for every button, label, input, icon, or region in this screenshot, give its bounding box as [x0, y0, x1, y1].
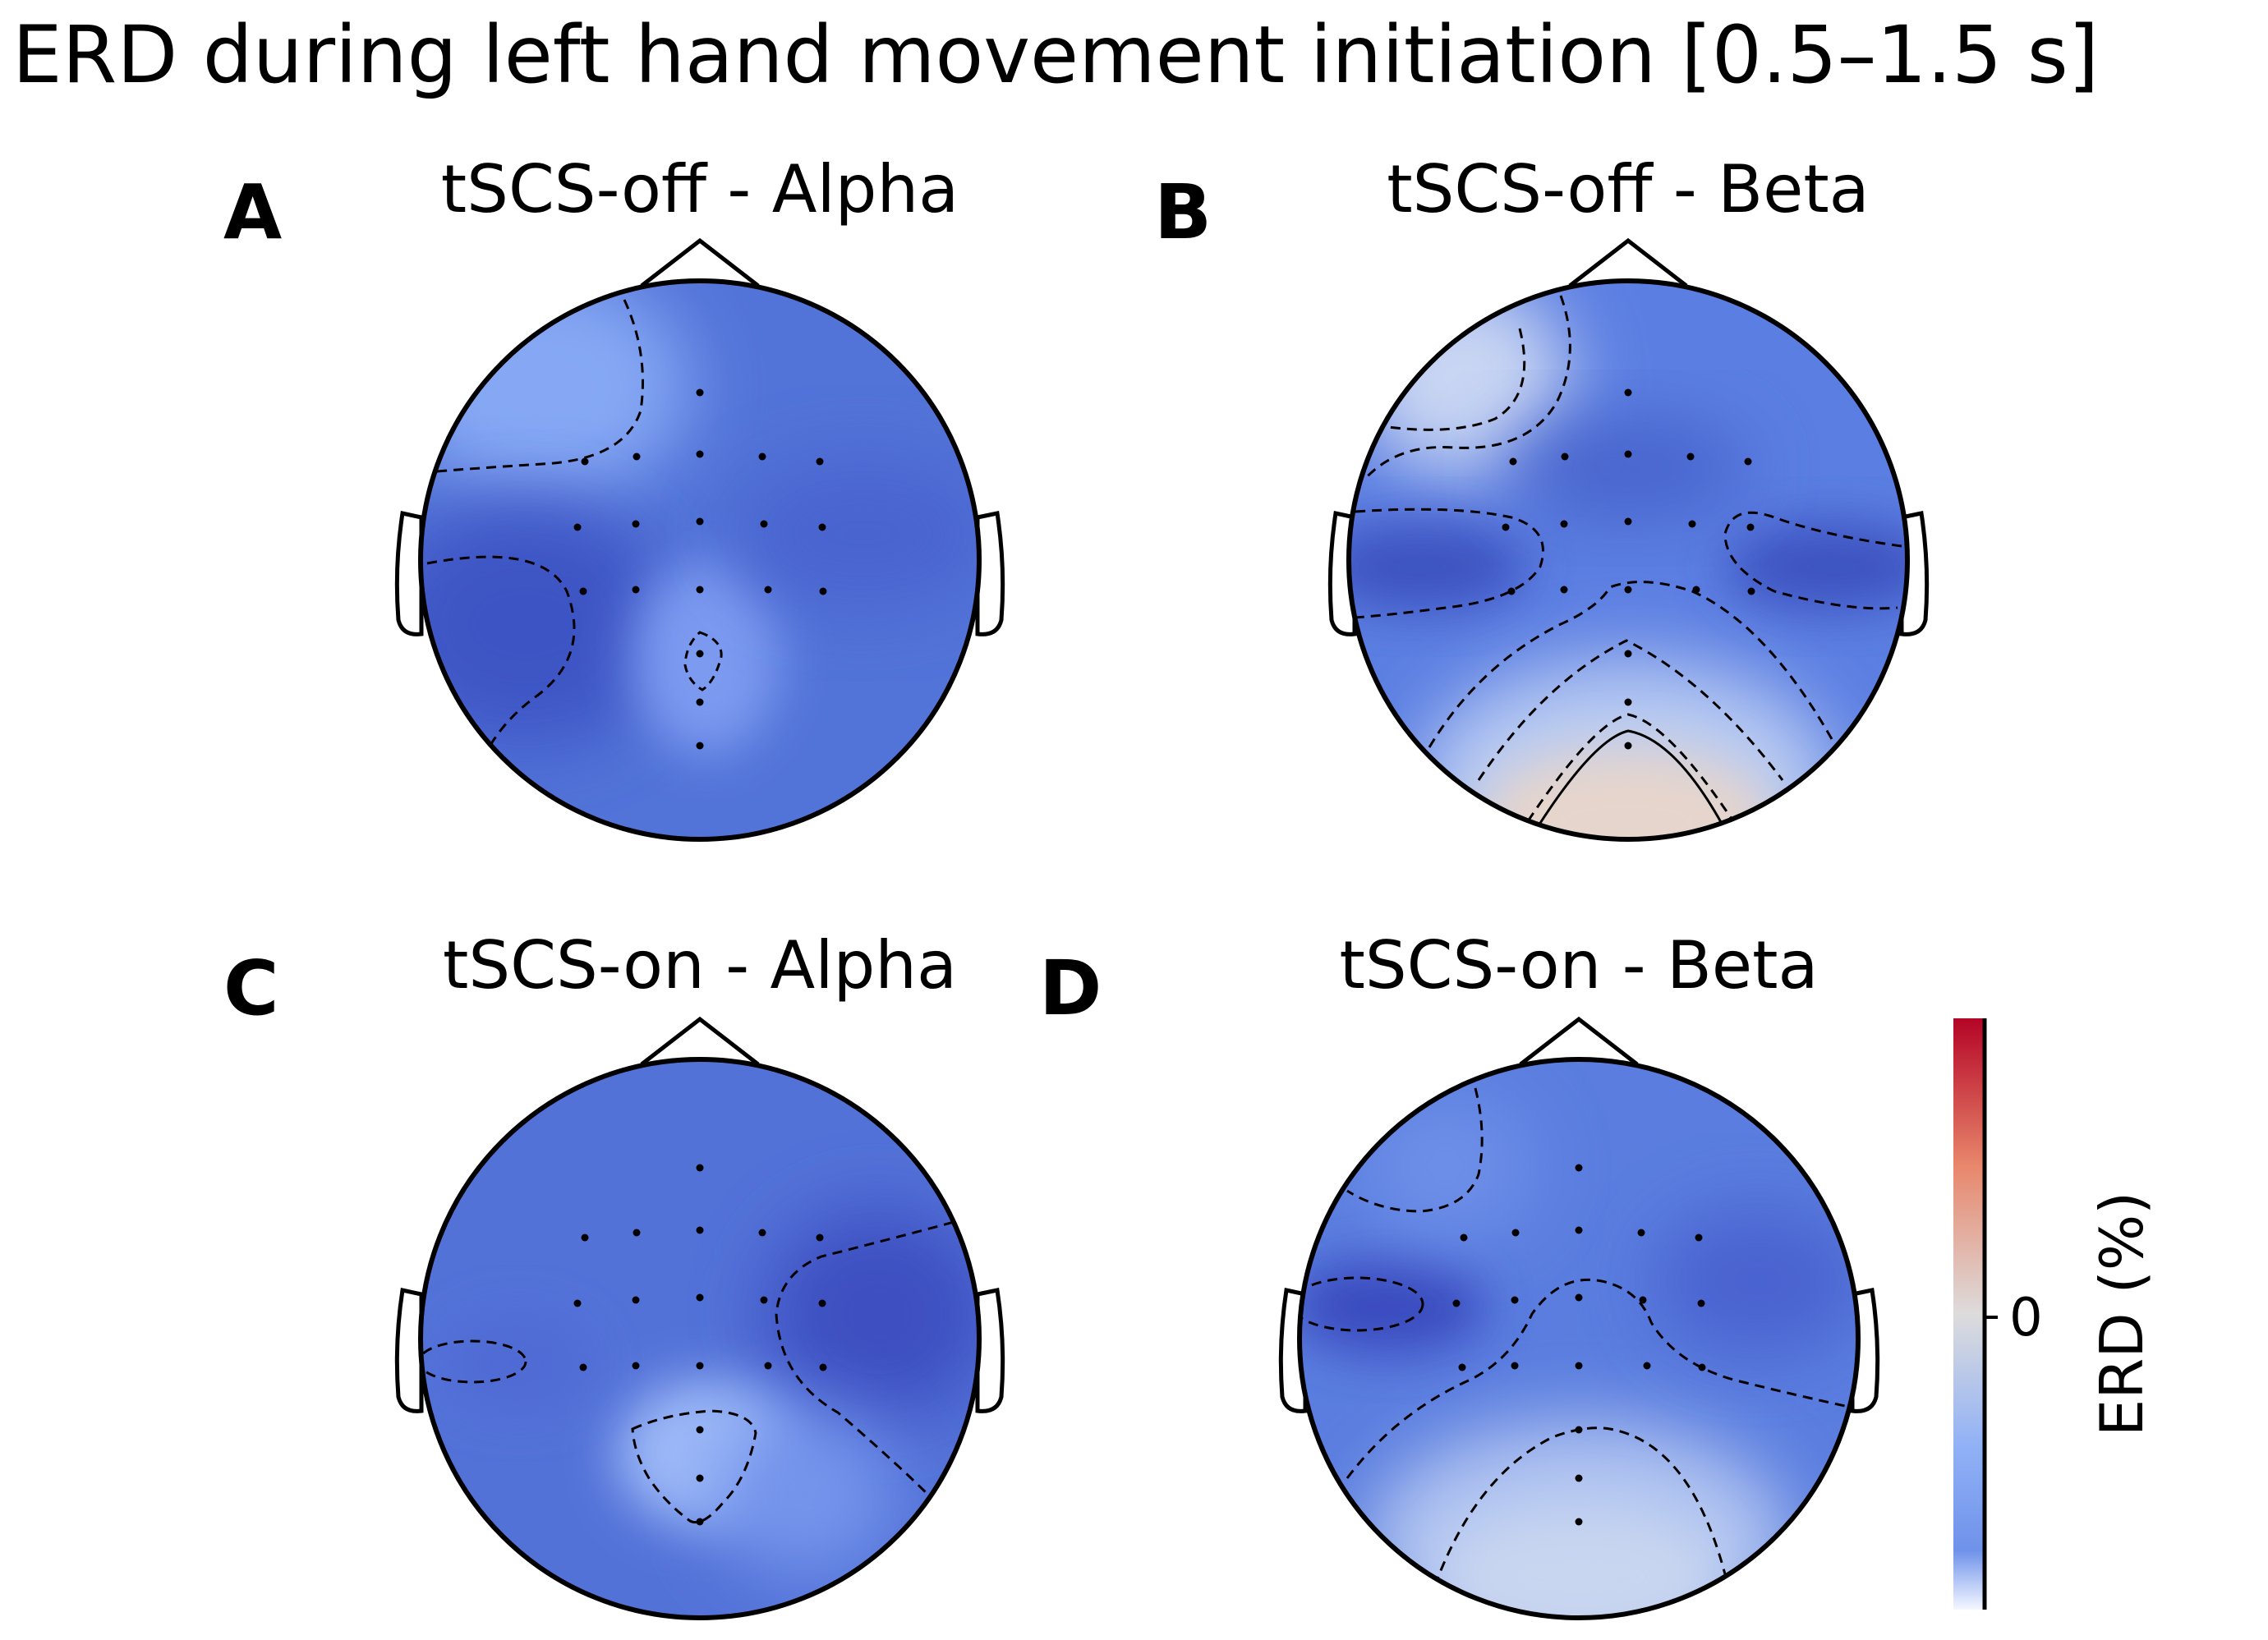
panel-letter: A	[223, 168, 282, 256]
nose	[1568, 237, 1688, 287]
panel-b: B tSCS-off - Beta	[1154, 151, 1930, 842]
colorbar-label: ERD (%)	[2087, 1192, 2156, 1436]
head-outline	[1278, 1016, 1880, 1413]
right-ear	[975, 511, 1005, 636]
topomap	[1300, 1059, 1858, 1618]
figure-title: ERD during left hand movement initiation…	[12, 9, 2099, 101]
head-outline	[394, 1016, 1005, 1413]
head-circle	[418, 1057, 982, 1620]
colorbar-gradient	[1953, 1018, 1985, 1610]
topomap	[1349, 281, 1907, 839]
panel-d: D tSCS-on - Beta	[1039, 927, 1880, 1620]
electrodes	[1452, 1164, 1706, 1526]
right-ear	[975, 1288, 1005, 1413]
electrodes	[1502, 388, 1755, 750]
left-ear	[394, 510, 424, 636]
panel-title: tSCS-off - Beta	[1387, 151, 1869, 227]
right-ear	[1899, 511, 1930, 636]
head-outline	[1327, 237, 1930, 636]
left-ear	[1327, 510, 1357, 636]
panel-letter: D	[1039, 944, 1102, 1032]
head-circle	[1346, 278, 1910, 842]
colorbar-tick-label: 0	[2009, 1288, 2043, 1348]
electrodes	[573, 388, 827, 750]
panel-title: tSCS-on - Beta	[1339, 927, 1818, 1004]
panel-c: C tSCS-on - Alpha	[223, 927, 1005, 1620]
nose	[1519, 1016, 1639, 1066]
head-circle	[1297, 1057, 1861, 1620]
left-ear	[394, 1287, 424, 1413]
nose	[640, 1016, 760, 1066]
topomap	[421, 1059, 979, 1618]
panel-letter: C	[223, 944, 279, 1032]
colorbar: 0 ERD (%)	[1953, 1018, 2156, 1610]
electrodes	[573, 1164, 827, 1526]
head-outline	[394, 237, 1005, 636]
panel-a: A tSCS-off - Alpha	[223, 151, 1005, 842]
right-ear	[1850, 1288, 1880, 1413]
panel-letter: B	[1154, 168, 1212, 256]
panel-title: tSCS-off - Alpha	[441, 151, 959, 227]
head-circle	[418, 278, 982, 842]
topomap	[421, 281, 979, 839]
left-ear	[1278, 1287, 1308, 1413]
nose	[640, 237, 760, 287]
panel-title: tSCS-on - Alpha	[443, 927, 957, 1004]
